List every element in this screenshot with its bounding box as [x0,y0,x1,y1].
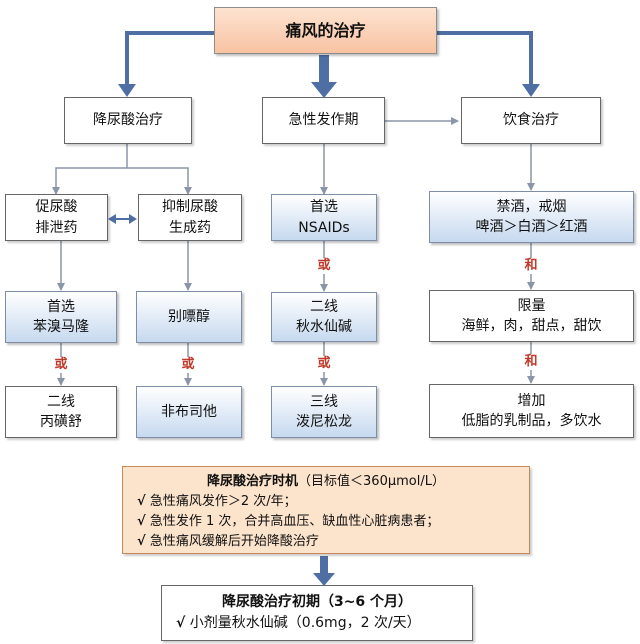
checkmark-icon: √ [137,534,146,550]
node-inhibitor-second-line: 非布司他 [136,386,242,438]
acute-third-line1: 三线 [310,393,338,410]
arrow-root-to-urate [125,31,214,86]
branch-diet: 饮食治疗 [461,97,601,144]
node-acute-second-line: 二线 秋水仙碱 [271,292,377,342]
acute-second-line2: 秋水仙碱 [296,319,352,335]
timing-item-1-text: 急性痛风发作＞2 次/年； [149,494,297,510]
main-arrow-heads [118,84,540,97]
timing-title: 降尿酸治疗时机（目标值＜360μmol/L） [137,472,515,492]
excretion-drug-line2: 排泄药 [35,219,78,236]
checkmark-icon: √ [176,615,186,631]
node-excretion-drug: 促尿酸 排泄药 [5,194,108,241]
node-acute-third-line: 三线 泼尼松龙 [271,386,377,438]
arrow-double-head-right [129,214,137,224]
excretion-first-line2: 苯溴马隆 [33,319,89,335]
diet-limit-line1: 限量 [517,297,546,314]
diet-increase-line1: 增加 [517,392,546,409]
node-inhibitor-first-line: 别嘌醇 [136,291,242,343]
branch-acute-attack: 急性发作期 [262,97,385,144]
or-label-inhibitor: 或 [179,357,197,373]
arrow-root-to-acute-shaft [319,55,329,83]
timing-item-3-text: 急性痛风缓解后开始降酸治疗 [149,534,319,550]
acute-third-line2: 泼尼松龙 [296,414,352,430]
node-diet-abstain: 禁酒，戒烟 啤酒＞白酒＞红酒 [429,191,634,243]
excretion-drug-line1: 促尿酸 [35,199,78,216]
or-label-excretion: 或 [52,357,70,373]
and-label-diet-1: 和 [522,258,540,274]
excretion-second-line2: 丙磺舒 [40,414,82,430]
timing-item-2-text: 急性发作 1 次，合并高血压、缺血性心脏病患者； [149,514,440,530]
initial-period-title: 降尿酸治疗初期（3~6 个月） [221,594,413,610]
inhibitor-second-label: 非布司他 [161,403,217,420]
timing-item-1: √ 急性痛风发作＞2 次/年； [137,492,515,512]
branch-urate-lowering: 降尿酸治疗 [64,97,192,144]
checkmark-icon: √ [137,514,146,530]
timing-item-2: √ 急性发作 1 次，合并高血压、缺血性心脏病患者； [137,512,515,532]
arrow-double-head-left [108,214,116,224]
acute-first-line2: NSAIDs [298,219,350,236]
timing-title-bold: 降尿酸治疗时机 [207,474,299,489]
inhibitor-first-label: 别嘌醇 [168,308,210,325]
arrow-urate-split [52,144,128,195]
checkmark-icon: √ [137,494,146,510]
diet-limit-line2: 海鲜，肉，甜点，甜饮 [461,318,602,334]
acute-first-line1: 首选 [310,199,338,216]
node-diet-limit: 限量 海鲜，肉，甜点，甜饮 [429,290,634,342]
arrow-head-urate [118,84,136,97]
excretion-first-line1: 首选 [47,298,75,315]
initial-period-item-text: 小剂量秋水仙碱（0.6mg，2 次/天） [189,615,421,631]
or-label-acute-1: 或 [315,258,333,274]
root-node-gout-treatment: 痛风的治疗 [214,7,437,54]
excretion-second-line1: 二线 [47,393,75,410]
timing-item-3: √ 急性痛风缓解后开始降酸治疗 [137,532,515,552]
branch-diet-label: 饮食治疗 [503,112,559,129]
arrow-root-to-diet [437,31,533,86]
initial-period-box: 降尿酸治疗初期（3~6 个月） √ 小剂量秋水仙碱（0.6mg，2 次/天） [161,585,473,641]
arrow-head-diet [522,84,540,97]
synthesis-inhibitor-line2: 生成药 [169,219,211,236]
urate-lowering-timing-box: 降尿酸治疗时机（目标值＜360μmol/L） √ 急性痛风发作＞2 次/年； √… [122,466,530,554]
and-label-diet-2: 和 [522,354,540,370]
root-label: 痛风的治疗 [285,20,366,40]
node-excretion-second-line: 二线 丙磺舒 [5,386,117,438]
initial-period-item: √ 小剂量秋水仙碱（0.6mg，2 次/天） [176,613,458,634]
main-branch-arrows [125,31,533,86]
branch-urate-lowering-label: 降尿酸治疗 [93,112,163,129]
node-synthesis-inhibitor: 抑制尿酸 生成药 [138,194,242,241]
acute-second-line1: 二线 [310,298,338,315]
diet-increase-line2: 低脂的乳制品，多饮水 [461,413,602,429]
or-label-acute-2: 或 [315,356,333,372]
arrow-urate-to-inhibitor [127,167,192,195]
timing-title-target: （目标值＜360μmol/L） [298,474,445,489]
branch-acute-attack-label: 急性发作期 [288,112,359,129]
arrow-timing-to-initial-shaft [320,556,328,574]
diet-abstain-line2: 啤酒＞白酒＞红酒 [475,219,588,235]
node-acute-first-line: 首选 NSAIDs [271,194,377,241]
diet-abstain-line1: 禁酒，戒烟 [496,198,567,215]
arrow-head-acute [311,82,337,98]
node-excretion-first-line: 首选 苯溴马隆 [5,291,117,343]
synthesis-inhibitor-line1: 抑制尿酸 [162,199,218,216]
thin-arrows [52,117,535,386]
node-diet-increase: 增加 低脂的乳制品，多饮水 [429,384,634,438]
arrow-head-initial [313,573,335,586]
